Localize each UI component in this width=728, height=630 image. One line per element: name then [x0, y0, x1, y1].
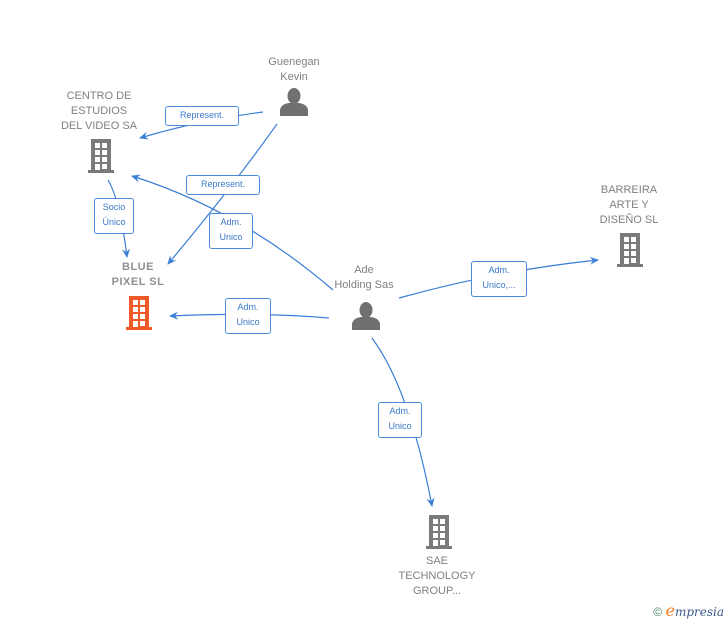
edge-label[interactable]: Adm. Unico [225, 298, 271, 334]
edge-label[interactable]: Socio Único [94, 198, 134, 234]
empresia-copyright[interactable]: © empresia [653, 601, 724, 620]
node-label-sae[interactable]: SAE TECHNOLOGY GROUP... [398, 555, 476, 597]
node-label-blue_pixel[interactable]: BLUE PIXEL SL [111, 261, 165, 288]
edge-label[interactable]: Represent. [165, 106, 239, 126]
building-icon-blue_pixel[interactable] [126, 296, 152, 330]
node-label-barreira[interactable]: BARREIRA ARTE Y DISEÑO SL [599, 184, 659, 226]
edge-label[interactable]: Adm. Unico [209, 213, 253, 249]
building-icon-centro[interactable] [88, 139, 114, 173]
edge-label[interactable]: Represent. [186, 175, 260, 195]
building-icon-sae[interactable] [426, 515, 452, 549]
person-icon-guenegan[interactable] [280, 88, 308, 116]
edge-label[interactable]: Adm. Unico [378, 402, 422, 438]
empresia-logo: empresia [665, 601, 724, 620]
node-label-guenegan[interactable]: Guenegan Kevin [268, 56, 320, 83]
edge-label[interactable]: Adm. Unico,... [471, 261, 527, 297]
building-icon-barreira[interactable] [617, 233, 643, 267]
node-label-ade[interactable]: Ade Holding Sas [334, 264, 394, 291]
person-icon-ade[interactable] [352, 302, 380, 330]
node-label-centro[interactable]: CENTRO DE ESTUDIOS DEL VIDEO SA [60, 90, 137, 132]
copyright-icon: © [653, 605, 663, 619]
